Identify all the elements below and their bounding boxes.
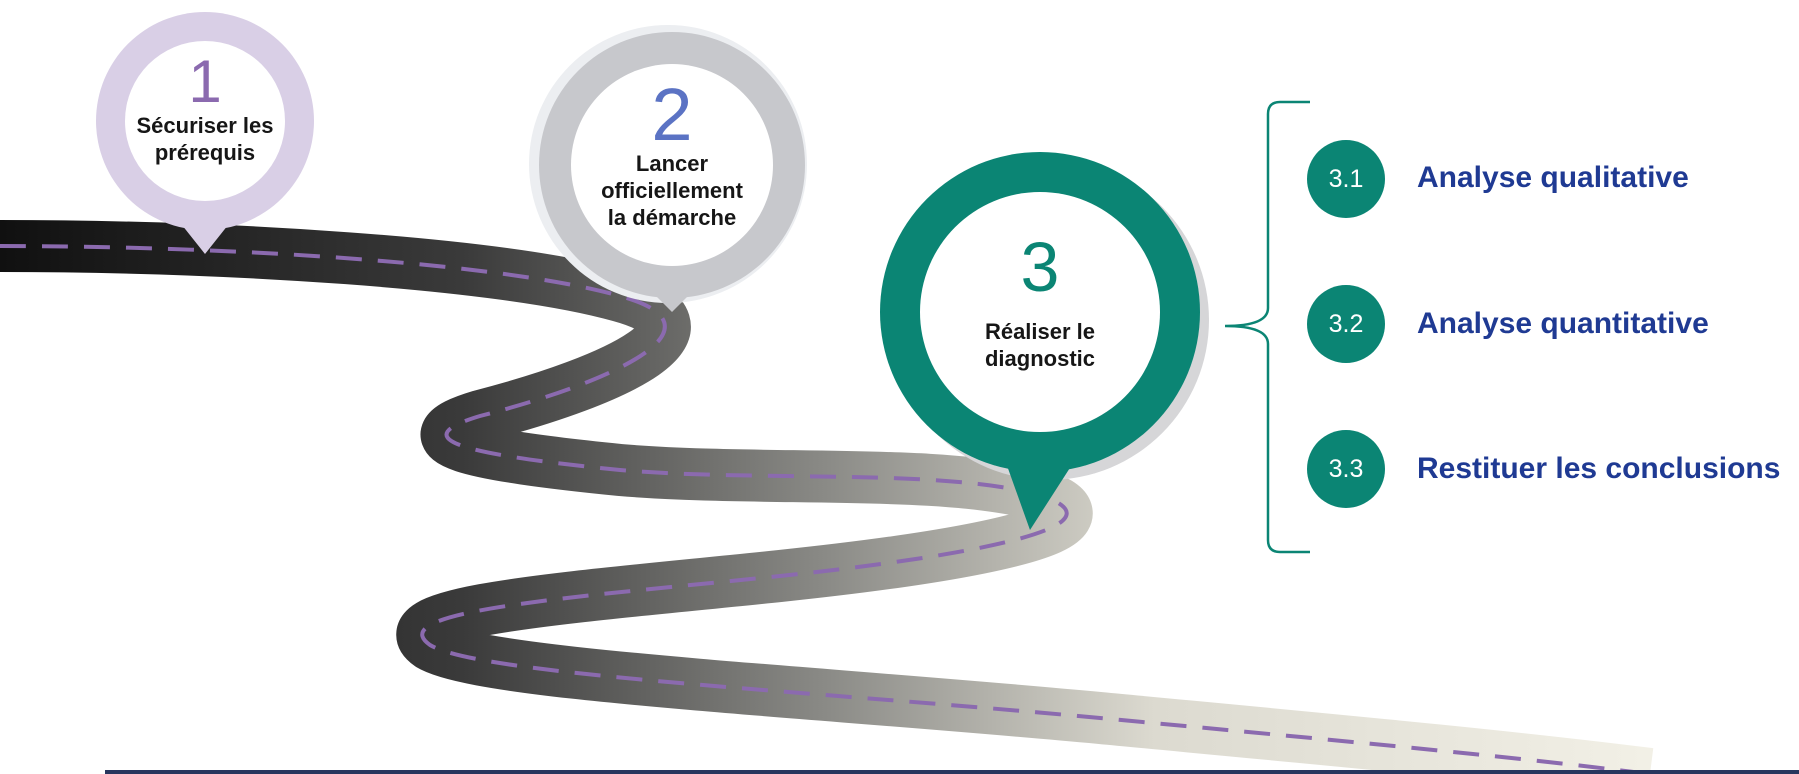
- substep-3-3-badge: 3.3: [1307, 430, 1385, 508]
- road: [0, 220, 1654, 774]
- step-2-number: 2: [651, 73, 693, 156]
- step-1-number: 1: [188, 48, 222, 115]
- step-1-pin: [96, 12, 314, 254]
- step-1-title-line-1: Sécuriser les: [136, 113, 274, 138]
- step-2-title: Lancer officiellement la démarche: [562, 150, 782, 231]
- step-1-title: Sécuriser les prérequis: [115, 112, 295, 166]
- step-3-pin: [880, 152, 1209, 530]
- substep-3-2-label: Analyse quantitative: [1417, 307, 1709, 340]
- step-3-title-line-2: diagnostic: [984, 346, 1095, 371]
- bracket: [1224, 100, 1310, 554]
- bottom-rule: [105, 770, 1799, 774]
- road-center-dashes: [0, 244, 1651, 774]
- step-3-title: Réaliser le diagnostic: [940, 318, 1140, 372]
- substep-3-1-label: Analyse qualitative: [1417, 161, 1689, 194]
- step-2-title-line-2: officiellement: [601, 178, 743, 203]
- step-2-title-line-3: la démarche: [607, 205, 737, 230]
- step-2-title-line-1: Lancer: [635, 151, 709, 176]
- step-3-title-line-1: Réaliser le: [984, 319, 1096, 344]
- step-2-pin: [529, 25, 807, 312]
- substep-3-3-label: Restituer les conclusions: [1417, 452, 1781, 485]
- substep-3-2-badge: 3.2: [1307, 285, 1385, 363]
- substep-3-1-badge: 3.1: [1307, 140, 1385, 218]
- step-1-title-line-2: prérequis: [154, 140, 256, 165]
- step-3-number: 3: [1020, 228, 1060, 306]
